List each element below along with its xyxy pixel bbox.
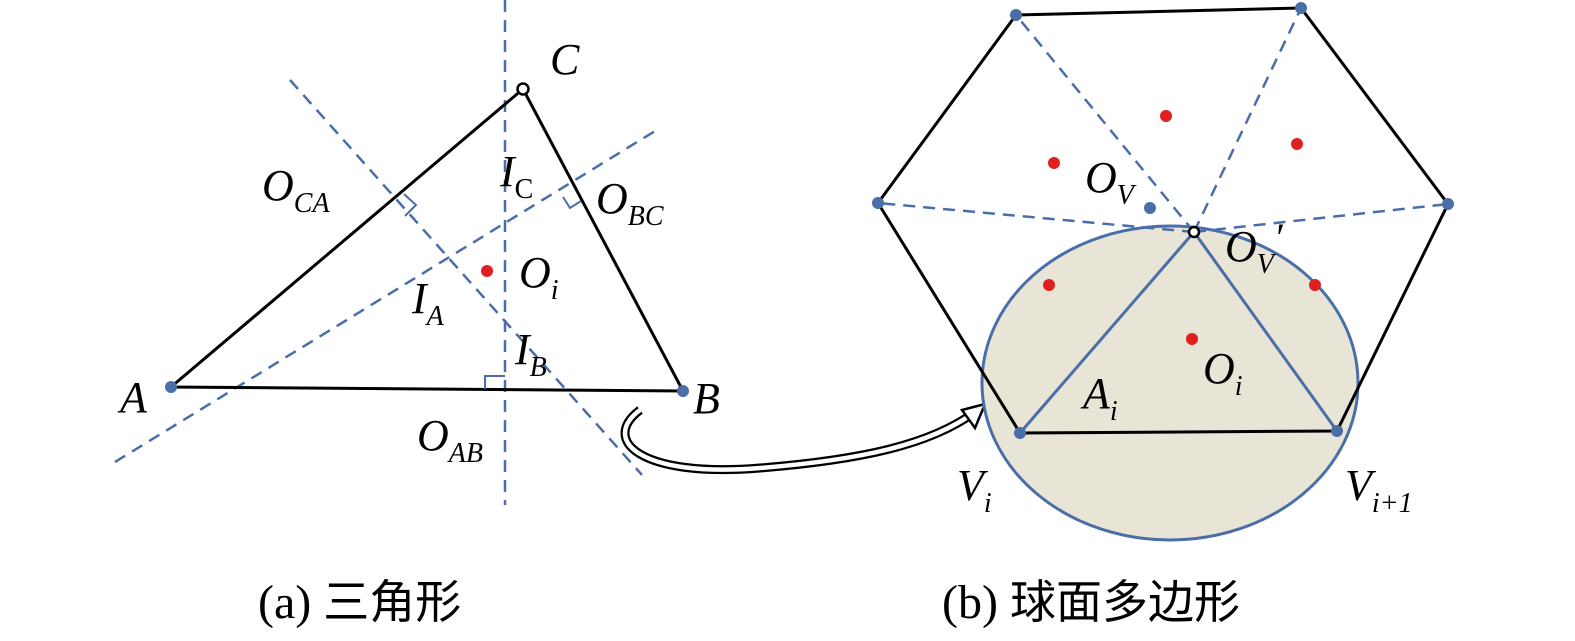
vertex-v-i1 xyxy=(1331,425,1343,437)
label-o-i-b: Oi xyxy=(1203,344,1243,402)
center-point-3 xyxy=(1048,157,1060,169)
panel-b-spherical-polygon: OV OV′ Oi Ai Vi Vi+1 xyxy=(872,2,1454,542)
triangle-centers xyxy=(1043,110,1321,345)
transition-arrowhead xyxy=(959,402,988,431)
right-angle-mark-ca xyxy=(403,193,418,217)
center-oi-b xyxy=(1186,333,1198,345)
vertex-b xyxy=(677,385,689,397)
right-angle-mark-bc xyxy=(562,196,582,210)
circumcircle xyxy=(980,224,1360,542)
label-a: A xyxy=(117,373,148,422)
label-i-b: IB xyxy=(514,325,547,383)
label-o-bc: OBC xyxy=(596,174,664,232)
label-i-a: IA xyxy=(411,274,445,332)
panel-a-triangle: A B C OCA OBC OAB Oi IA IB IC xyxy=(114,0,720,505)
right-angle-mark-ab xyxy=(484,375,505,389)
label-o-ab: OAB xyxy=(417,411,483,469)
center-point-1 xyxy=(1160,110,1172,122)
label-o-v: OV xyxy=(1085,153,1137,211)
vertex-v-i xyxy=(1014,427,1026,439)
caption-a: (a)三角形 xyxy=(258,575,461,629)
caption-b: (b)球面多边形 xyxy=(942,575,1240,629)
dashed-spokes xyxy=(877,7,1449,234)
label-b: B xyxy=(693,374,720,423)
vertex-a xyxy=(165,381,177,393)
bisector-bc-line xyxy=(114,126,661,464)
polygon-vertices xyxy=(872,2,1454,439)
vertex-top-right xyxy=(1295,2,1307,14)
vertex-o-v xyxy=(1144,202,1156,214)
vertex-top-left xyxy=(1010,9,1022,21)
bisector-ca-line xyxy=(289,79,643,476)
triangle-edge-right xyxy=(1192,231,1339,432)
vertex-o-v-prime xyxy=(1187,225,1201,239)
label-a-i: Ai xyxy=(1080,369,1118,427)
transition-arrow-inner xyxy=(622,408,977,472)
triangle-abc xyxy=(166,86,686,393)
label-o-v-prime: OV′ xyxy=(1225,215,1284,280)
label-v-i: Vi xyxy=(957,461,992,519)
vertex-c xyxy=(516,82,530,96)
label-o-i-a: Oi xyxy=(519,248,559,306)
label-c: C xyxy=(550,35,580,84)
vertex-left xyxy=(872,197,884,209)
center-oi-a xyxy=(481,265,493,277)
label-o-ca: OCA xyxy=(262,161,330,219)
triangle-edge-left xyxy=(1018,231,1196,434)
center-point-5 xyxy=(1309,279,1321,291)
center-point-4 xyxy=(1043,279,1055,291)
vertex-right xyxy=(1442,198,1454,210)
label-i-c: IC xyxy=(499,147,533,205)
center-point-2 xyxy=(1291,138,1303,150)
label-v-i1: Vi+1 xyxy=(1345,461,1413,519)
